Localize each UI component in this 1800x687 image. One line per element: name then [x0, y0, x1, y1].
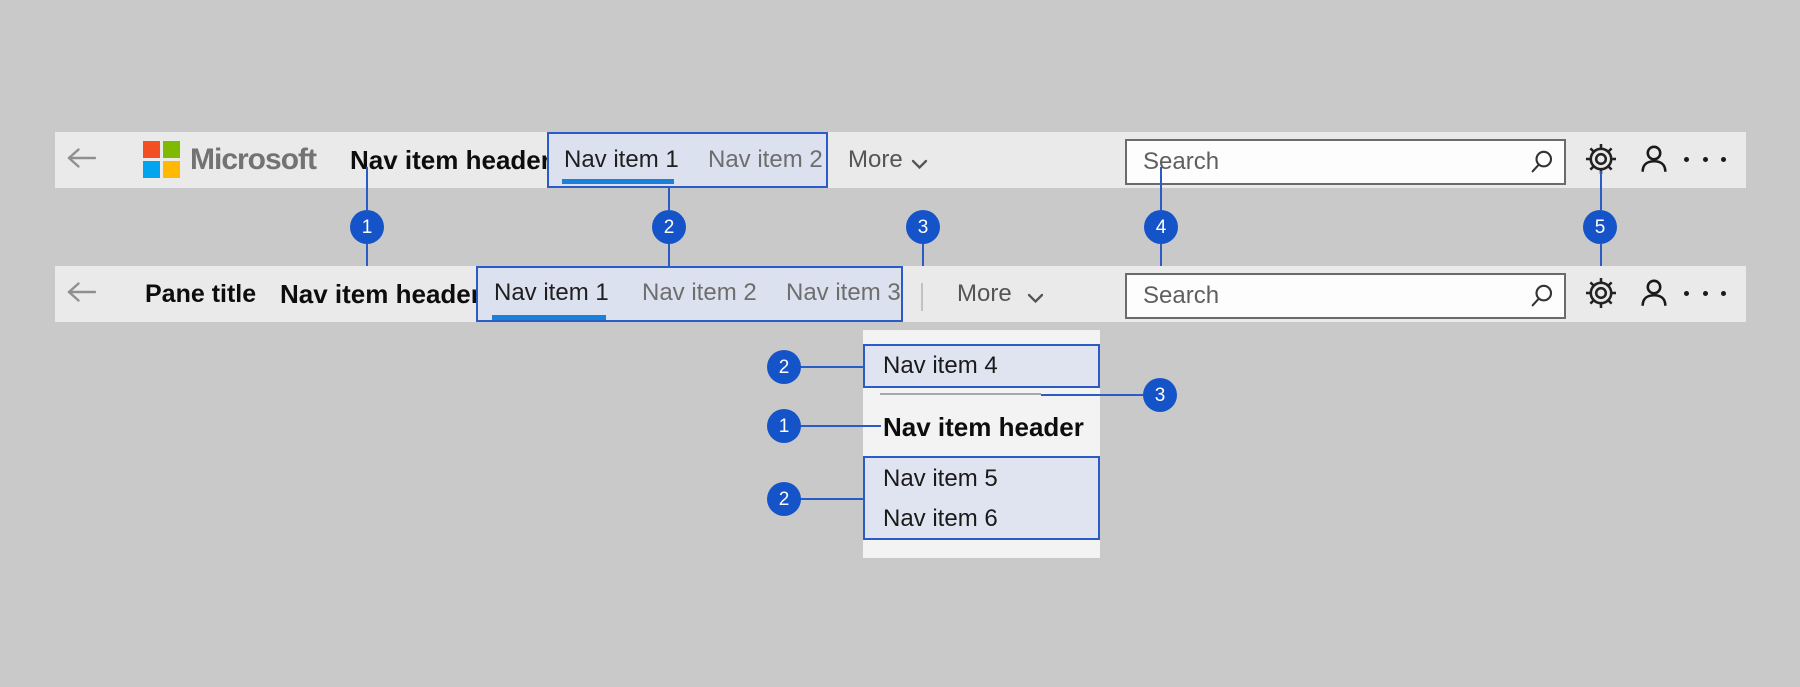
callout-2-line-down: [668, 244, 670, 267]
callout-4-line-up: [1160, 167, 1162, 210]
pane-back-button[interactable]: [64, 266, 100, 322]
dropdown-items-5-6-highlight-box: Nav item 5 Nav item 6: [863, 456, 1100, 540]
callout-badge-1: 1: [350, 210, 384, 244]
dropdown-separator: [880, 393, 1041, 395]
pane-nav-item-header: Nav item header: [280, 278, 481, 309]
search-icon[interactable]: [1528, 282, 1556, 315]
pane-nav-item-2[interactable]: Nav item 2: [642, 279, 757, 306]
gear-icon[interactable]: [1584, 276, 1618, 315]
top-more-button[interactable]: More: [848, 146, 903, 173]
person-icon[interactable]: [1637, 276, 1671, 315]
back-arrow-icon: [64, 279, 100, 310]
microsoft-logo[interactable]: [143, 141, 180, 178]
dropdown-item-4-highlight-box: Nav item 4: [863, 344, 1100, 388]
search-icon[interactable]: [1528, 148, 1556, 181]
dropdown-nav-item-5-row[interactable]: Nav item 5: [883, 465, 998, 492]
callout-badge-dropdown-1: 1: [767, 409, 801, 443]
top-nav-item-1[interactable]: Nav item 1: [564, 146, 679, 173]
pane-nav-item-3[interactable]: Nav item 3: [786, 279, 901, 306]
selected-tab-underline: [562, 179, 674, 184]
callout-badge-dropdown-2-bottom: 2: [767, 482, 801, 516]
callout-1-line-up: [366, 167, 368, 210]
dropdown-callout-2bottom-line: [800, 498, 863, 500]
ellipsis-icon[interactable]: [1684, 157, 1726, 162]
dropdown-callout-3-line: [1041, 394, 1143, 396]
pane-title: Pane title: [145, 279, 257, 308]
nav-more-divider: [921, 283, 923, 311]
chevron-down-icon: [911, 157, 928, 175]
pane-search-input[interactable]: [1125, 273, 1566, 319]
callout-badge-dropdown-3: 3: [1143, 378, 1177, 412]
back-arrow-icon: [64, 145, 100, 176]
callout-badge-5: 5: [1583, 210, 1617, 244]
pane-nav-item-1[interactable]: Nav item 1: [494, 279, 609, 306]
logo-square-blue: [143, 161, 160, 178]
callout-badge-3: 3: [906, 210, 940, 244]
top-nav-items-highlight-box: Nav item 1 Nav item 2: [547, 132, 828, 188]
dropdown-nav-item-6-row[interactable]: Nav item 6: [883, 505, 998, 532]
chevron-down-icon: [1027, 291, 1044, 309]
callout-badge-2: 2: [652, 210, 686, 244]
callout-2-line-up: [668, 186, 670, 210]
callout-badge-dropdown-2-top: 2: [767, 350, 801, 384]
person-icon[interactable]: [1637, 142, 1671, 181]
pane-more-button[interactable]: More: [957, 280, 1012, 307]
dropdown-nav-item-4[interactable]: Nav item 4: [883, 352, 998, 379]
ellipsis-icon[interactable]: [1684, 291, 1726, 296]
dropdown-callout-1-line: [800, 425, 881, 427]
selected-tab-underline: [492, 315, 606, 320]
microsoft-wordmark: Microsoft: [190, 143, 317, 176]
dropdown-callout-2top-line: [800, 366, 863, 368]
dropdown-nav-item-header: Nav item header: [883, 411, 1084, 442]
logo-square-yellow: [163, 161, 180, 178]
top-search-input[interactable]: [1125, 139, 1566, 185]
pane-nav-items-highlight-box: Nav item 1 Nav item 2 Nav item 3: [476, 266, 903, 322]
back-button[interactable]: [64, 132, 100, 188]
callout-5-line-up: [1600, 171, 1602, 210]
top-nav-item-header: Nav item header: [350, 144, 551, 175]
callout-5-line-down: [1600, 244, 1602, 284]
callout-badge-4: 4: [1144, 210, 1178, 244]
top-nav-item-2[interactable]: Nav item 2: [708, 146, 823, 173]
logo-square-red: [143, 141, 160, 158]
logo-square-green: [163, 141, 180, 158]
